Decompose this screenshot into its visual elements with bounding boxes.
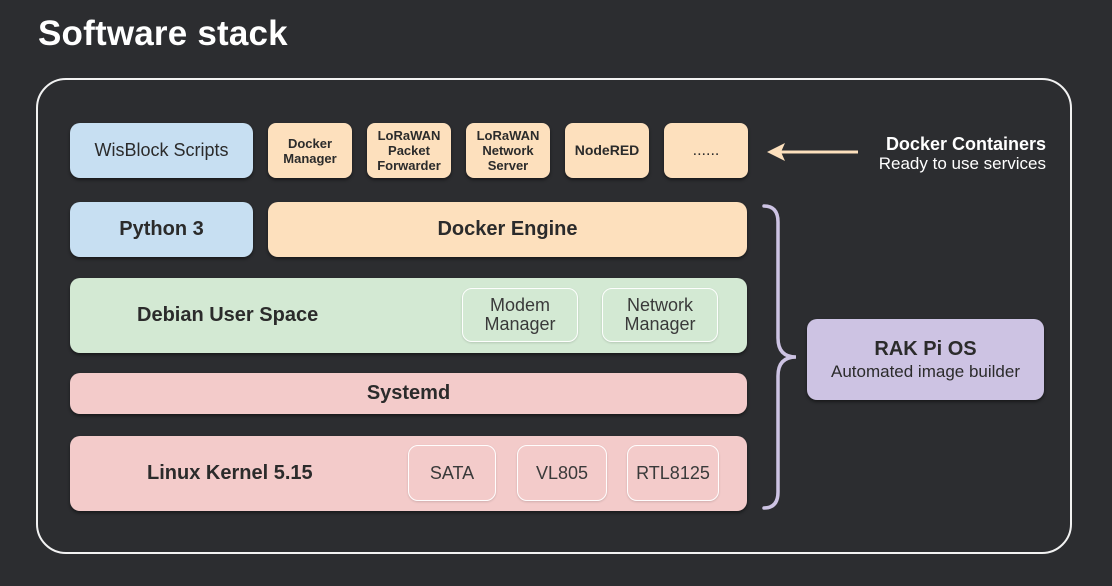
network-server-line1: LoRaWAN [476,128,540,143]
docker-containers-note: Docker Containers Ready to use services [846,134,1046,173]
docker-containers-title: Docker Containers [885,134,1046,154]
docker-manager-line1: Docker [287,135,333,151]
packet-forwarder-line1: LoRaWAN [377,128,441,143]
packet-forwarder-line2: Packet [388,143,430,158]
modem-manager-line2: Manager [484,314,556,334]
packet-forwarder-line3: Forwarder [377,158,441,173]
rak-pi-os-subtitle: Automated image builder [830,361,1020,381]
linux-kernel-label: Linux Kernel 5.15 [147,462,313,484]
sata-box: SATA [408,445,496,501]
modem-manager-line1: Modem [489,295,551,315]
rak-pi-os-title: RAK Pi OS [874,337,977,360]
wisblock-scripts-box: WisBlock Scripts [70,123,253,178]
arrow-left-icon [767,143,858,161]
debian-user-space-label: Debian User Space [137,304,319,326]
vl805-box: VL805 [517,445,607,501]
lorawan-network-server-box: LoRaWAN Network Server [466,123,550,178]
page-title: Software stack [38,14,288,53]
network-server-line2: Network [482,143,534,158]
rak-pi-os-box: RAK Pi OS Automated image builder [807,319,1044,400]
network-manager-box: Network Manager [602,288,718,342]
python3-box: Python 3 [70,202,253,257]
docker-manager-box: Docker Manager [268,123,352,178]
lorawan-packet-forwarder-box: LoRaWAN Packet Forwarder [367,123,451,178]
docker-containers-subtitle: Ready to use services [878,154,1046,173]
systemd-box: Systemd [70,373,747,414]
nodered-box: NodeRED [565,123,649,178]
network-manager-line1: Network [626,295,693,315]
debian-user-space-box [70,278,747,353]
network-server-line3: Server [487,158,529,173]
modem-manager-box: Modem Manager [462,288,578,342]
network-manager-line2: Manager [624,314,696,334]
docker-engine-box: Docker Engine [268,202,747,257]
curly-brace-icon [762,204,797,510]
docker-manager-line2: Manager [283,150,337,166]
rtl8125-box: RTL8125 [627,445,719,501]
more-containers-box: ...... [664,123,748,178]
stack-frame [36,78,1072,554]
